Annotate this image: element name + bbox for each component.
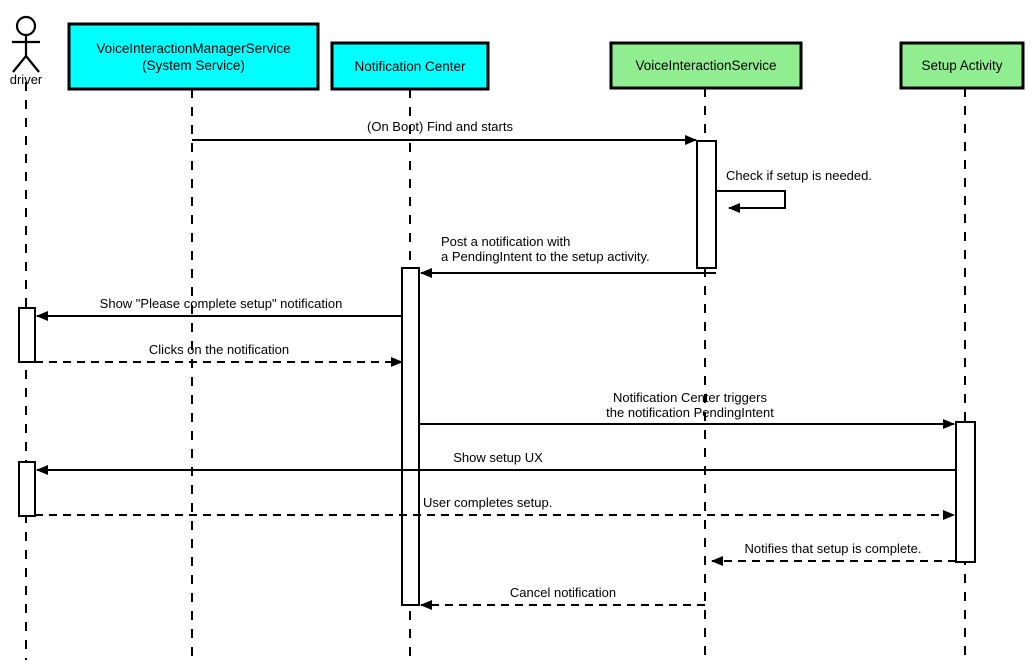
message-label-m5: Clicks on the notification [148, 342, 290, 357]
message-label-m2: Check if setup is needed. [726, 168, 872, 183]
actor-label-driver: driver [9, 72, 43, 87]
activation-bar-vis [696, 140, 717, 269]
activation-bar-driver [18, 461, 36, 517]
participant-boxes-group [67, 22, 1025, 91]
activation-bar-setup [955, 421, 976, 563]
participant-box-vis[interactable] [609, 41, 803, 90]
message-label-m9: Notifies that setup is complete. [744, 541, 922, 556]
message-label-m7: Show setup UX [453, 450, 543, 465]
participant-box-setup[interactable] [899, 41, 1025, 90]
actor-driver-figure [12, 15, 40, 73]
message-label-m8: User completes setup. [423, 495, 553, 510]
messages-group [35, 135, 956, 610]
activation-bar-notif [401, 267, 420, 606]
participant-box-notif[interactable] [330, 41, 490, 91]
message-m2 [716, 190, 786, 213]
activation-bar-driver [18, 307, 36, 363]
message-label-m4: Show "Please complete setup" notificatio… [99, 296, 343, 311]
message-label-m10: Cancel notification [509, 585, 617, 600]
participant-box-vims[interactable] [67, 22, 320, 91]
message-label-m1: (On Boot) Find and starts [367, 119, 513, 134]
activation-bars-group [18, 140, 976, 606]
